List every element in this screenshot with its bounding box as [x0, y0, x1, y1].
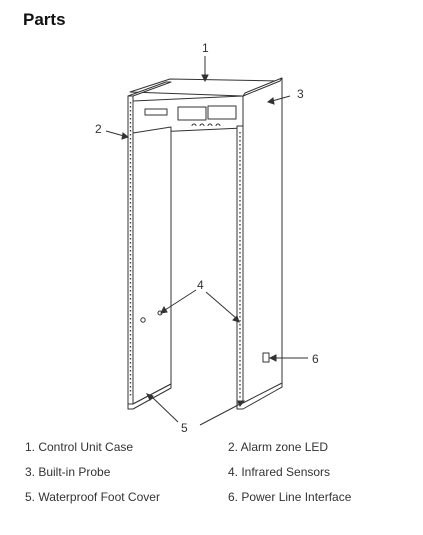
right-panel-cap: [242, 77, 283, 97]
leader-line-5b: [199, 403, 241, 426]
arrowhead-2: [121, 132, 130, 140]
arrowhead-4b: [232, 315, 240, 323]
alarm-zone-led-panels: [177, 105, 237, 121]
arrowhead-5a: [146, 393, 154, 401]
leader-line-4b: [205, 291, 237, 319]
leader-line-5a: [151, 396, 179, 423]
leader-line-2: [105, 130, 125, 137]
arrowhead-6: [268, 354, 277, 362]
legend-item: 4. Infrared Sensors: [228, 465, 331, 479]
infrared-sensor-left: [140, 317, 146, 323]
control-unit-knobs: [191, 123, 221, 127]
leader-line-3: [271, 95, 291, 102]
legend-item: 1. Control Unit Case: [25, 440, 134, 454]
callout-5: 5: [181, 421, 188, 435]
legend-item: 2. Alarm zone LED: [228, 440, 329, 454]
callout-6: 6: [312, 352, 319, 366]
callout-4: 4: [197, 278, 204, 292]
callout-3: 3: [297, 87, 304, 101]
callout-2: 2: [95, 122, 102, 136]
callout-1: 1: [202, 41, 209, 55]
arrowhead-1: [201, 74, 209, 83]
legend-item: 5. Waterproof Foot Cover: [25, 490, 160, 504]
page-title: Parts: [23, 10, 66, 29]
leader-line-4a: [164, 289, 197, 311]
power-line-interface: [262, 352, 270, 363]
arrowhead-4a: [160, 305, 168, 314]
legend-item: 3. Built-in Probe: [25, 465, 111, 479]
arrowhead-5b: [237, 400, 246, 407]
arrowhead-3: [266, 97, 275, 105]
left-panel-cap: [127, 81, 172, 97]
legend-item: 6. Power Line Interface: [228, 490, 352, 504]
control-unit-display: [144, 108, 168, 116]
